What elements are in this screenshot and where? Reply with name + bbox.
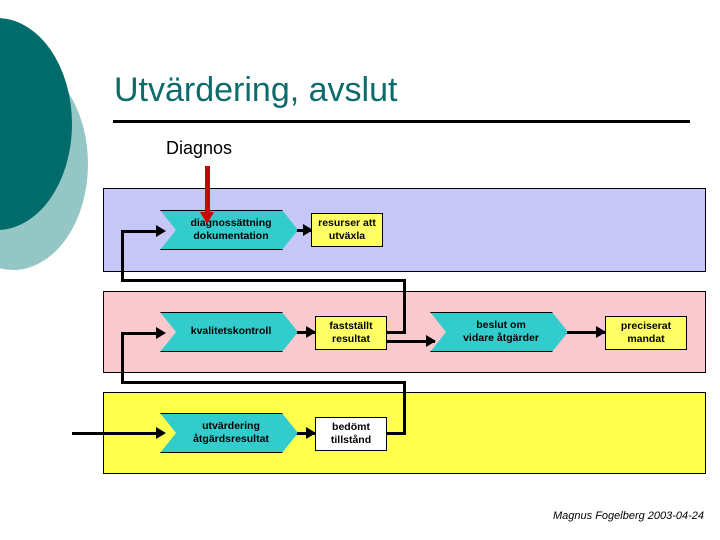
connector-outcome2-riser [403, 279, 406, 334]
arrowhead-into-process-2 [156, 327, 166, 339]
arrowhead-into-outcome-3 [596, 326, 606, 338]
arrowhead-into-outcome-4 [306, 427, 316, 439]
arrowhead-into-outcome-2 [306, 326, 316, 338]
connector-outcome2-to-process3 [385, 340, 435, 343]
arrowhead-into-process-4 [156, 427, 166, 439]
input-label-diagnos: Diagnos [166, 138, 233, 158]
connector-outcome2-to-riser [385, 331, 406, 334]
arrowhead-into-process-1 [156, 225, 166, 237]
connector-band2-feedback-into-process [121, 332, 158, 335]
connector-external-into-process4 [72, 432, 158, 435]
connector-process3-to-outcome3 [566, 331, 610, 334]
page-title: Utvärdering, avslut [114, 71, 398, 109]
process-kvalitetskontroll[interactable]: kvalitetskontroll [160, 312, 298, 352]
input-arrow-head-icon [200, 212, 214, 224]
connector-band1-feedback-into-process [121, 230, 158, 233]
connector-band2-feedback-riser [121, 332, 124, 383]
input-arrow-shaft-icon [205, 166, 210, 214]
connector-outcome4-to-riser [385, 432, 406, 435]
connector-band2-feedback-bottom [121, 381, 406, 384]
arrowhead-into-process-3 [426, 335, 436, 347]
connector-band1-feedback-bottom [121, 279, 406, 282]
arrowhead-into-outcome-1 [303, 224, 313, 236]
footer-attribution: Magnus Fogelberg 2003-04-24 [553, 510, 705, 522]
title-divider [113, 120, 690, 123]
connector-outcome4-riser [403, 381, 406, 435]
connector-band1-feedback-riser [121, 230, 124, 281]
